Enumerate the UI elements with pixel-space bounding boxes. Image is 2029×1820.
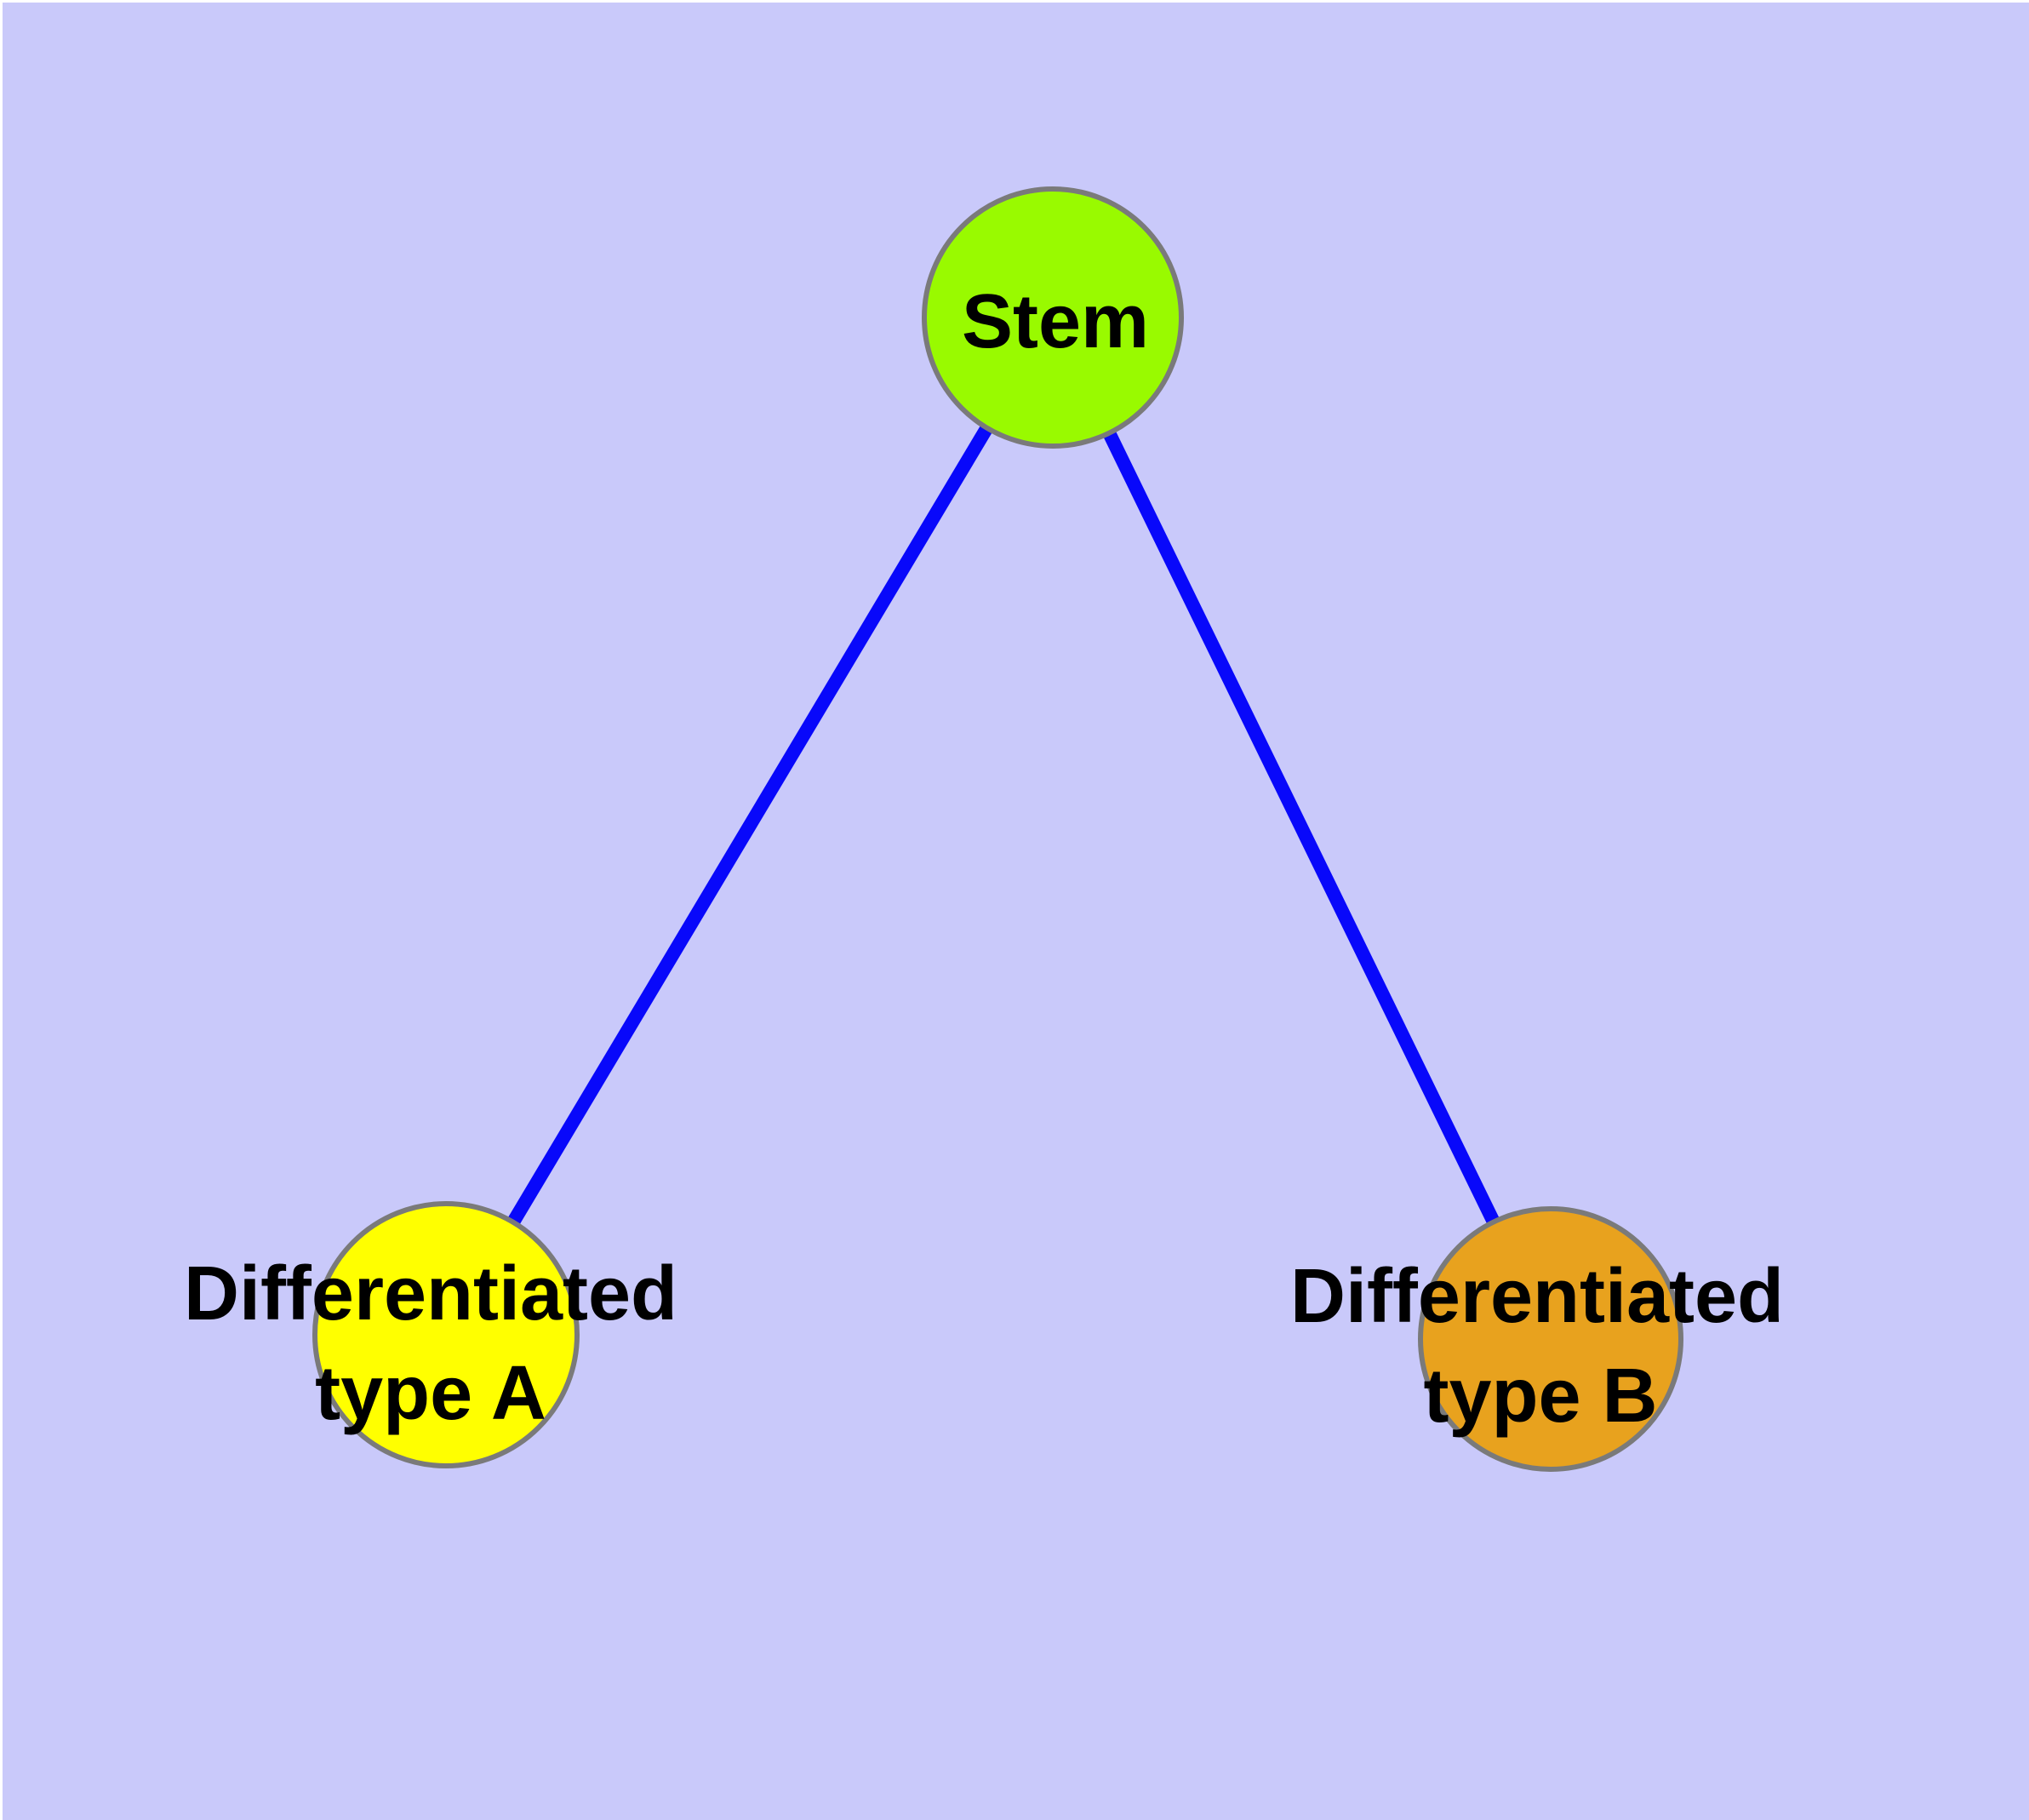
node-type-a-label-line1: Differentiated: [184, 1251, 677, 1336]
edge-stem-to-type-a: [440, 313, 1059, 1339]
edge-stem-to-type-b: [1046, 314, 1557, 1342]
node-stem-label: Stem: [962, 279, 1149, 364]
node-stem: [922, 186, 1184, 449]
node-type-b-label-line2: type B: [1423, 1354, 1657, 1439]
node-type-a-label-line2: type A: [315, 1351, 546, 1436]
node-type-b-label-line1: Differentiated: [1290, 1254, 1784, 1339]
node-differentiated-type-b: [1418, 1206, 1683, 1472]
node-differentiated-type-a: [312, 1201, 580, 1468]
